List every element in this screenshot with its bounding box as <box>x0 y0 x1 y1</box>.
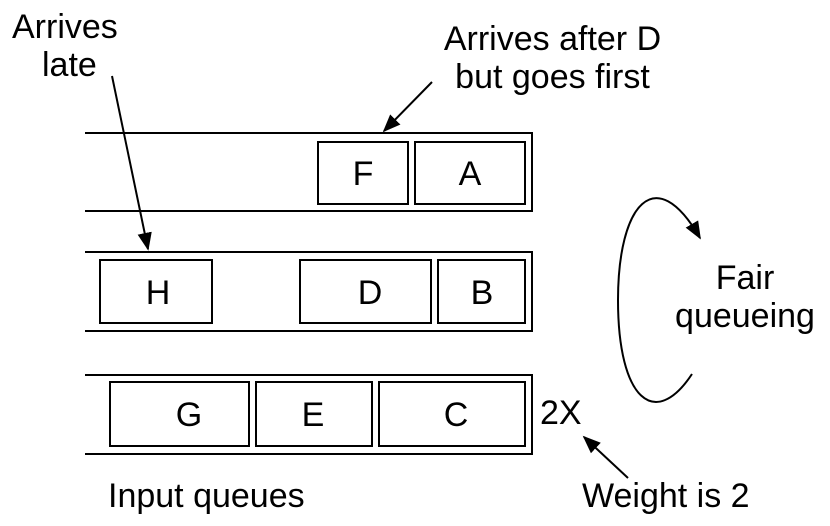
arrives-late-label: Arrives late <box>12 8 118 84</box>
queue-1 <box>85 132 533 212</box>
input-queues-label: Input queues <box>108 477 305 515</box>
packet-F-label: F <box>353 155 374 193</box>
fair-queueing-line1: Fair <box>715 259 775 297</box>
packet-H <box>99 259 213 324</box>
fair-queueing-cycle-arrow <box>616 197 701 403</box>
packet-C <box>378 381 526 447</box>
arrives-after-line1: Arrives after D <box>443 20 662 58</box>
packet-A <box>414 141 526 205</box>
packet-E-label: E <box>302 396 325 434</box>
packet-E <box>255 381 373 447</box>
packet-G <box>109 381 250 447</box>
weight-arrow <box>582 435 629 479</box>
arrives-after-arrow <box>382 81 433 133</box>
fair-queueing-line2: queueing <box>675 297 815 335</box>
packet-D <box>299 259 432 324</box>
packet-C-label: C <box>444 396 469 434</box>
packet-B <box>437 259 526 324</box>
packet-A-label: A <box>459 155 482 193</box>
packet-H-label: H <box>146 274 171 312</box>
arrives-late-line2: late <box>42 46 97 84</box>
queue-2 <box>85 251 533 332</box>
packet-D-label: D <box>358 274 383 312</box>
arrives-late-arrow <box>111 75 152 251</box>
queue-3 <box>85 374 533 455</box>
fair-queueing-label: Fair queueing <box>660 259 830 335</box>
packet-F <box>317 141 409 205</box>
arrives-late-line1: Arrives <box>12 8 118 46</box>
arrives-after-line2: but goes first <box>455 58 650 96</box>
arrives-after-label: Arrives after D but goes first <box>420 20 685 96</box>
weight-label: 2X <box>540 394 582 432</box>
packet-B-label: B <box>471 274 494 312</box>
packet-G-label: G <box>176 396 202 434</box>
weight-note: Weight is 2 <box>582 477 750 515</box>
